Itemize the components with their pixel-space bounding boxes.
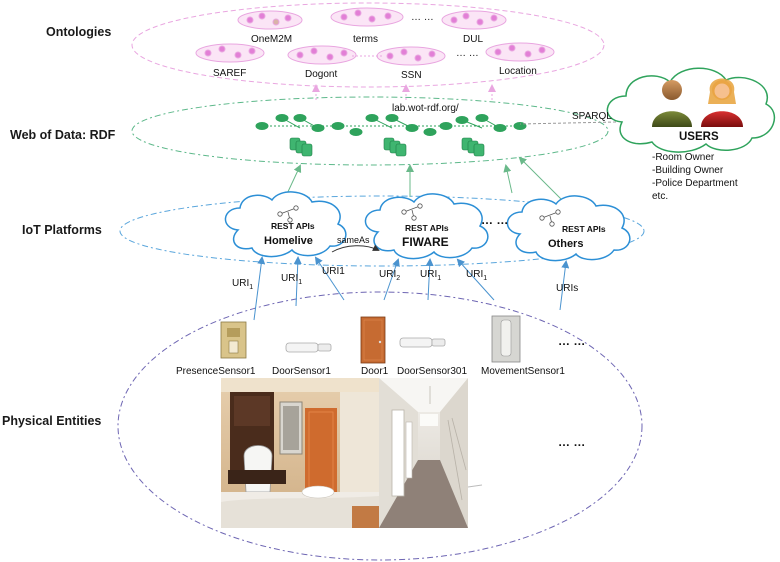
platform-cloud-fiware: REST APIs FIWARE bbox=[364, 193, 489, 260]
layer-label-physical-entities: Physical Entities bbox=[2, 414, 101, 428]
ontology-label-onem2m: OneM2M bbox=[251, 34, 292, 45]
ontology-cluster-onem2m bbox=[237, 10, 303, 30]
platform-network-icon bbox=[539, 209, 561, 227]
platform-network-icon bbox=[277, 205, 299, 223]
user-role-room-owner: -Room Owner bbox=[652, 152, 715, 163]
ontology-cluster-terms bbox=[330, 7, 404, 27]
rest-apis-label: REST APIs bbox=[271, 221, 315, 231]
ontologies-layer-ellipse bbox=[131, 2, 605, 88]
ontology-clusters bbox=[195, 7, 555, 66]
platform-name-others: Others bbox=[548, 238, 583, 250]
platform-name-fiware: FIWARE bbox=[402, 235, 449, 249]
device-label-presence-sensor: PresenceSensor1 bbox=[176, 366, 256, 377]
ontology-label-dul: DUL bbox=[463, 34, 483, 45]
ontology-cluster-saref bbox=[195, 43, 265, 63]
door-sensor-icon bbox=[285, 342, 332, 353]
layer-label-iot-platforms: IoT Platforms bbox=[22, 223, 102, 237]
rdf-database-icon bbox=[289, 137, 313, 157]
device-label-movement-sensor: MovementSensor1 bbox=[481, 366, 565, 377]
device-label-door-sensor-301: DoorSensor301 bbox=[397, 366, 467, 377]
ontology-label-ssn: SSN bbox=[401, 70, 422, 81]
user-role-etc: etc. bbox=[652, 191, 668, 202]
rdf-database-icon bbox=[383, 137, 407, 157]
same-as-link bbox=[331, 244, 380, 253]
ontology-label-location: Location bbox=[499, 66, 537, 77]
rdf-layer-ellipse bbox=[131, 96, 609, 166]
uri-label-7: URIs bbox=[556, 283, 578, 294]
movement-sensor-icon bbox=[491, 315, 521, 363]
device-label-door: Door1 bbox=[361, 366, 389, 377]
uri-label-5: URI1 bbox=[420, 269, 441, 282]
ontology-cluster-dul bbox=[441, 10, 507, 30]
ontology-label-dots-1: … … bbox=[411, 12, 434, 23]
door-sensor-301-icon bbox=[399, 337, 446, 348]
arrow-platform-to-rdf bbox=[503, 164, 513, 194]
ontology-label-saref: SAREF bbox=[213, 68, 246, 79]
room-photo bbox=[221, 378, 379, 528]
user-role-building-owner: -Building Owner bbox=[652, 165, 724, 176]
uri-label-1: URI1 bbox=[232, 278, 253, 291]
rest-apis-label: REST APIs bbox=[562, 224, 606, 234]
uri-label-3: URI1 bbox=[322, 266, 345, 277]
door-icon bbox=[360, 316, 386, 364]
arrow-platform-to-rdf bbox=[285, 164, 302, 197]
corridor-photo bbox=[379, 378, 468, 528]
ontology-cluster-ssn bbox=[376, 46, 446, 66]
layer-label-web-of-data: Web of Data: RDF bbox=[10, 128, 116, 142]
rest-apis-label: REST APIs bbox=[405, 223, 449, 233]
ontology-label-terms: terms bbox=[353, 34, 378, 45]
platforms-ellipsis: … … bbox=[481, 213, 508, 227]
ontology-label-dots-2: … … bbox=[456, 48, 479, 59]
entities-ellipsis: … … bbox=[558, 435, 585, 449]
ontology-cluster-dogont bbox=[287, 45, 357, 65]
same-as-label: sameAs bbox=[337, 235, 370, 245]
ontology-cluster-location bbox=[485, 42, 555, 62]
uri-label-6: URI1 bbox=[466, 269, 487, 282]
ontology-label-dogont: Dogont bbox=[305, 69, 337, 80]
platform-name-homelive: Homelive bbox=[264, 235, 313, 247]
platform-cloud-others: REST APIs Others bbox=[506, 195, 631, 262]
rdf-graph bbox=[255, 114, 527, 136]
photo-edge-mark bbox=[467, 484, 483, 488]
uri-label-4: URI2 bbox=[379, 269, 400, 282]
sparql-link bbox=[519, 121, 617, 125]
user-role-police-department: -Police Department bbox=[652, 178, 738, 189]
presence-sensor-icon bbox=[220, 321, 247, 359]
layer-label-ontologies: Ontologies bbox=[46, 25, 111, 39]
arrow-platform-to-rdf bbox=[518, 156, 563, 201]
platform-cloud-homelive: REST APIs Homelive bbox=[224, 191, 347, 258]
sparql-label: SPARQL bbox=[572, 111, 612, 122]
user-female-icon bbox=[701, 78, 743, 127]
uri-label-2: URI1 bbox=[281, 273, 302, 286]
users-title: USERS bbox=[679, 131, 719, 143]
uri-arrows bbox=[253, 256, 570, 321]
rdf-database-icon bbox=[461, 137, 485, 157]
user-male-icon bbox=[652, 80, 692, 127]
iot-layer-ellipse bbox=[119, 195, 645, 267]
device-label-door-sensor: DoorSensor1 bbox=[272, 366, 331, 377]
users-cloud: USERS bbox=[606, 67, 776, 153]
devices-ellipsis: … … bbox=[558, 334, 585, 348]
physical-layer-ellipse bbox=[117, 291, 643, 561]
rdf-endpoint-label: lab.wot-rdf.org/ bbox=[392, 103, 459, 114]
platform-network-icon bbox=[401, 203, 423, 221]
